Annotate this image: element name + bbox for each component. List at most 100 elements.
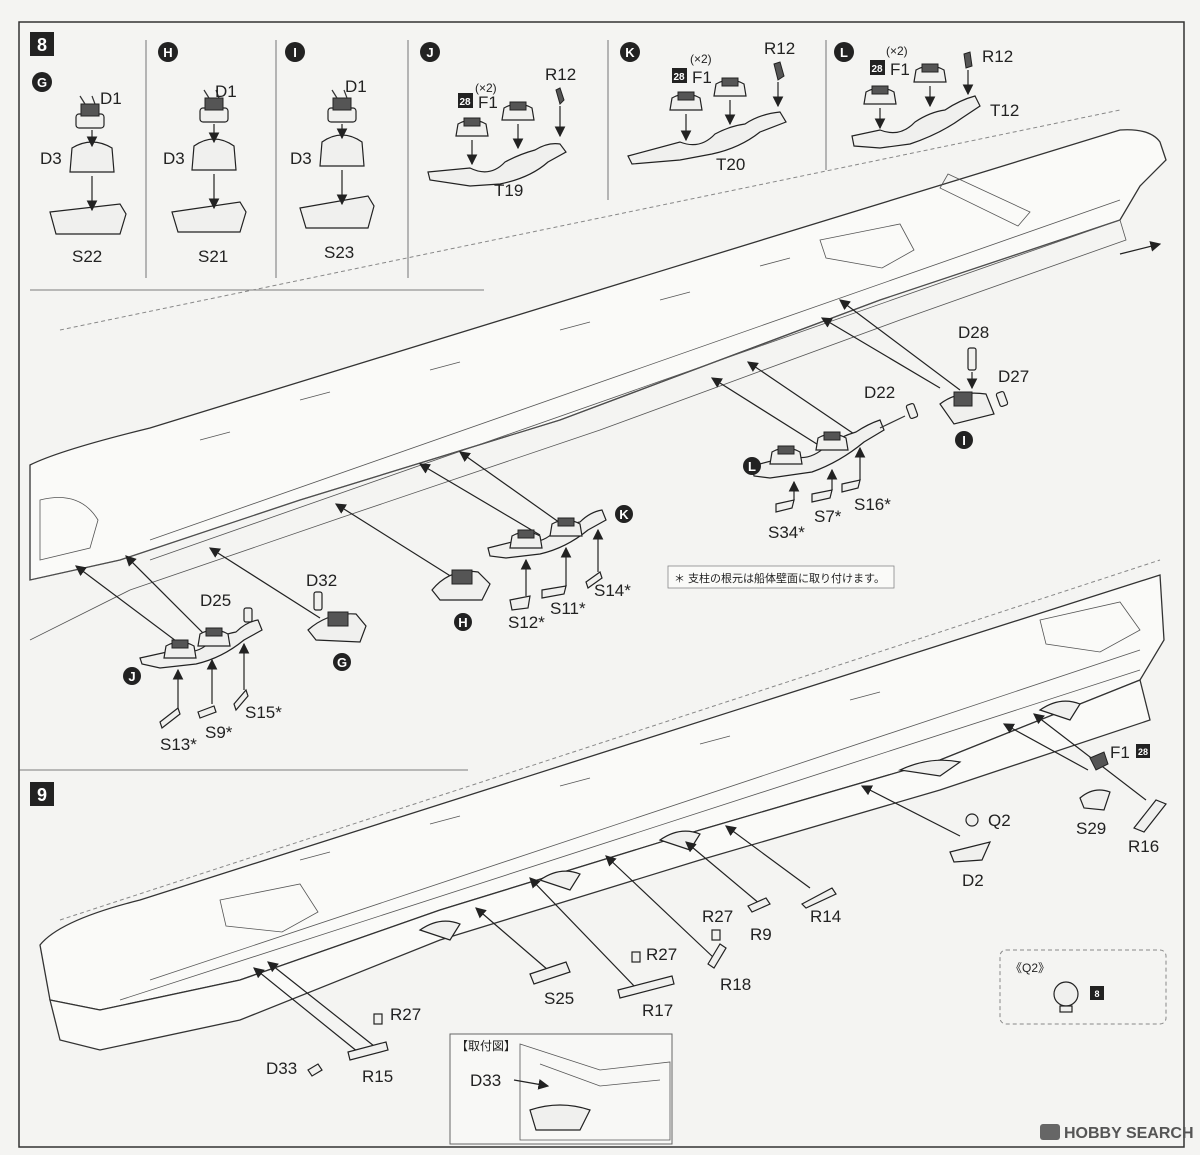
mount-i-assembly: I D28 D27 (905, 323, 1029, 449)
svg-text:S7*: S7* (814, 507, 842, 526)
svg-text:S15*: S15* (245, 703, 282, 722)
svg-text:D33: D33 (470, 1071, 501, 1090)
svg-text:R18: R18 (720, 975, 751, 994)
mount-h-assembly: H (431, 569, 491, 631)
svg-text:D22: D22 (864, 383, 895, 402)
svg-text:S23: S23 (324, 243, 354, 262)
mount-l-assembly: L S34* S7* S16* D22 (743, 383, 906, 542)
mount-j-assembly: J D25 S13* S9* S15* (123, 591, 282, 754)
svg-text:T20: T20 (716, 155, 745, 174)
svg-text:D3: D3 (40, 149, 62, 168)
svg-text:D33: D33 (266, 1059, 297, 1078)
q2-detail-box: 《Q2》 8 (999, 949, 1167, 1025)
step-8-arrows (75, 299, 961, 645)
mount-g-assembly: G D32 (306, 571, 367, 671)
svg-text:R14: R14 (810, 907, 841, 926)
svg-text:S22: S22 (72, 247, 102, 266)
svg-text:S34*: S34* (768, 523, 805, 542)
step-8-note: ＊ 支柱の根元は船体壁面に取り付けます。 (667, 565, 895, 589)
svg-text:J: J (128, 669, 135, 684)
svg-text:D28: D28 (958, 323, 989, 342)
svg-text:D2: D2 (962, 871, 984, 890)
svg-text:8: 8 (37, 35, 47, 55)
hull-step-9 (39, 559, 1165, 1051)
step-9-badge: 9 (30, 782, 54, 806)
svg-text:S25: S25 (544, 989, 574, 1008)
svg-text:D32: D32 (306, 571, 337, 590)
svg-text:R16: R16 (1128, 837, 1159, 856)
svg-text:J: J (426, 45, 433, 60)
svg-text:R27: R27 (646, 945, 677, 964)
svg-text:S16*: S16* (854, 495, 891, 514)
page-frame (18, 21, 1185, 1148)
step-9-arrows (253, 713, 1147, 1053)
svg-text:F1: F1 (1110, 743, 1130, 762)
svg-text:D1: D1 (215, 82, 237, 101)
svg-text:8: 8 (1094, 989, 1099, 999)
svg-text:K: K (619, 507, 629, 522)
svg-text:R17: R17 (642, 1001, 673, 1020)
svg-text:28: 28 (673, 72, 685, 83)
step-9-parts: F1 28 S29 R16 Q2 D2 R14 R9 R27 R18 R27 R… (266, 743, 1167, 1086)
inset-mounting-detail: 【取付図】 D33 (449, 1033, 673, 1145)
svg-text:R12: R12 (545, 65, 576, 84)
svg-text:S29: S29 (1076, 819, 1106, 838)
svg-text:D27: D27 (998, 367, 1029, 386)
step-8-badge: 8 (30, 32, 54, 56)
svg-text:【取付図】: 【取付図】 (456, 1039, 516, 1053)
svg-text:28: 28 (1138, 747, 1148, 757)
svg-text:S12*: S12* (508, 613, 545, 632)
subassembly-k: K 28 F1 (×2) R12 T20 (620, 39, 795, 174)
svg-text:9: 9 (37, 785, 47, 805)
svg-text:H: H (458, 615, 467, 630)
mount-k-assembly: K S12* S11* S14* (487, 505, 633, 632)
svg-text:D25: D25 (200, 591, 231, 610)
svg-text:(×2): (×2) (886, 44, 908, 58)
svg-text:(×2): (×2) (475, 81, 497, 95)
svg-text:F1: F1 (890, 60, 910, 79)
svg-text:F1: F1 (478, 93, 498, 112)
svg-text:I: I (293, 45, 297, 60)
subassembly-g: G D1 D3 S22 (32, 72, 127, 266)
subassembly-i: I D1 D3 S23 (285, 42, 375, 262)
svg-text:R12: R12 (982, 47, 1013, 66)
subassembly-l: L 28 F1 (×2) R12 T12 (834, 42, 1019, 149)
hobby-search-watermark: HOBBY SEARCH (1040, 1124, 1194, 1142)
svg-text:R27: R27 (702, 907, 733, 926)
svg-text:28: 28 (459, 97, 471, 108)
svg-text:L: L (840, 45, 848, 60)
subassembly-j: J 28 F1 (×2) R12 T19 (420, 42, 576, 200)
svg-text:D3: D3 (163, 149, 185, 168)
svg-text:D1: D1 (100, 89, 122, 108)
svg-text:R9: R9 (750, 925, 772, 944)
svg-text:S14*: S14* (594, 581, 631, 600)
svg-text:T19: T19 (494, 181, 523, 200)
svg-text:＊ 支柱の根元は船体壁面に取り付けます。: ＊ 支柱の根元は船体壁面に取り付けます。 (674, 571, 885, 585)
svg-text:I: I (962, 433, 966, 448)
svg-text:《Q2》: 《Q2》 (1010, 961, 1050, 975)
svg-text:S11*: S11* (550, 599, 586, 618)
svg-text:G: G (37, 75, 47, 90)
svg-text:F1: F1 (692, 68, 712, 87)
svg-text:D3: D3 (290, 149, 312, 168)
svg-text:L: L (748, 459, 756, 474)
hull-step-8 (29, 109, 1167, 641)
svg-text:S13*: S13* (160, 735, 197, 754)
svg-text:28: 28 (871, 64, 883, 75)
svg-text:Q2: Q2 (988, 811, 1011, 830)
svg-text:S9*: S9* (205, 723, 233, 742)
svg-text:D1: D1 (345, 77, 367, 96)
svg-text:T12: T12 (990, 101, 1019, 120)
svg-text:R27: R27 (390, 1005, 421, 1024)
svg-text:(×2): (×2) (690, 52, 712, 66)
svg-text:H: H (163, 45, 172, 60)
svg-text:R15: R15 (362, 1067, 393, 1086)
svg-text:HOBBY SEARCH: HOBBY SEARCH (1064, 1125, 1194, 1142)
svg-text:G: G (337, 655, 347, 670)
svg-text:S21: S21 (198, 247, 228, 266)
svg-text:K: K (625, 45, 635, 60)
subassembly-h: H D1 D3 S21 (158, 42, 247, 266)
svg-text:R12: R12 (764, 39, 795, 58)
